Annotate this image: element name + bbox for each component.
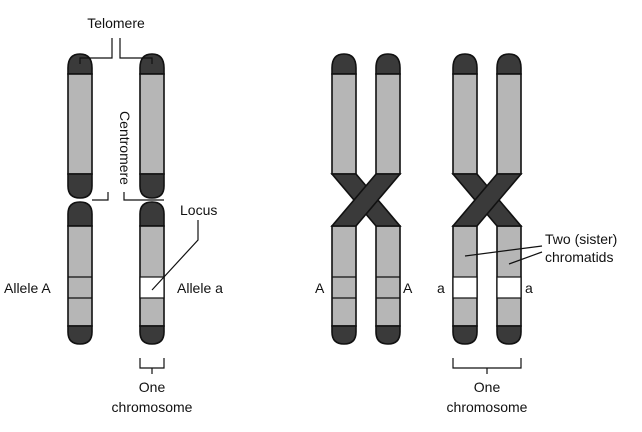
upper-arm <box>67 73 93 175</box>
sister-chromatids-label-line2: chromatids <box>545 249 613 265</box>
locus-label: Locus <box>180 202 217 218</box>
homolog-right <box>139 53 165 345</box>
allele-a-left-label: a <box>437 280 445 296</box>
locus-leader <box>151 220 199 291</box>
lower-arm <box>375 225 401 327</box>
one-chromosome-right-line2: chromosome <box>447 399 528 415</box>
centromere-cross <box>451 173 523 227</box>
allele-A-right-label: A <box>403 280 413 296</box>
centromere-upper <box>67 173 93 199</box>
telomere-bottom <box>67 325 93 345</box>
one-chromosome-bracket-left <box>139 358 165 374</box>
allele-a-region <box>496 276 522 299</box>
upper-arm <box>331 73 357 175</box>
one-chromosome-right-line1: One <box>474 379 501 395</box>
telomere-top <box>331 53 357 75</box>
replicated-chromosome-aa <box>451 53 523 345</box>
allele-a-region <box>452 276 478 299</box>
lower-arm <box>331 225 357 327</box>
telomere-bottom <box>496 325 522 345</box>
homolog-left <box>67 53 93 345</box>
sister-leader-2 <box>508 251 543 265</box>
telomere-bottom <box>375 325 401 345</box>
upper-arm <box>452 73 478 175</box>
centromere-lower <box>139 201 165 227</box>
centromere-upper <box>139 173 165 199</box>
lower-arm <box>67 225 93 327</box>
allele-A-label: Allele A <box>4 280 51 296</box>
telomere-top <box>452 53 478 75</box>
centromere-label: Centromere <box>117 111 133 185</box>
one-chromosome-bracket-right <box>452 358 522 374</box>
allele-a-region <box>139 276 165 299</box>
telomere-top <box>496 53 522 75</box>
one-chromosome-left-line1: One <box>139 379 166 395</box>
lower-arm <box>496 225 522 327</box>
lower-arm <box>452 225 478 327</box>
lower-arm <box>139 225 165 327</box>
one-chromosome-left-line2: chromosome <box>112 399 193 415</box>
telomere-bottom <box>331 325 357 345</box>
upper-arm <box>375 73 401 175</box>
allele-a-label: Allele a <box>177 280 223 296</box>
centromere-bracket <box>92 192 164 201</box>
sister-chromatids-label-line1: Two (sister) <box>545 231 617 247</box>
allele-A-left-label: A <box>315 280 325 296</box>
telomere-label: Telomere <box>87 15 145 31</box>
upper-arm <box>139 73 165 175</box>
centromere-lower <box>67 201 93 227</box>
telomere-bracket <box>79 38 153 64</box>
allele-a-right-label: a <box>525 280 533 296</box>
telomere-bottom <box>452 325 478 345</box>
telomere-bottom <box>139 325 165 345</box>
telomere-top <box>375 53 401 75</box>
centromere-cross <box>330 173 402 227</box>
upper-arm <box>496 73 522 175</box>
sister-leader-1 <box>464 245 543 257</box>
replicated-chromosome-AA <box>330 53 402 345</box>
